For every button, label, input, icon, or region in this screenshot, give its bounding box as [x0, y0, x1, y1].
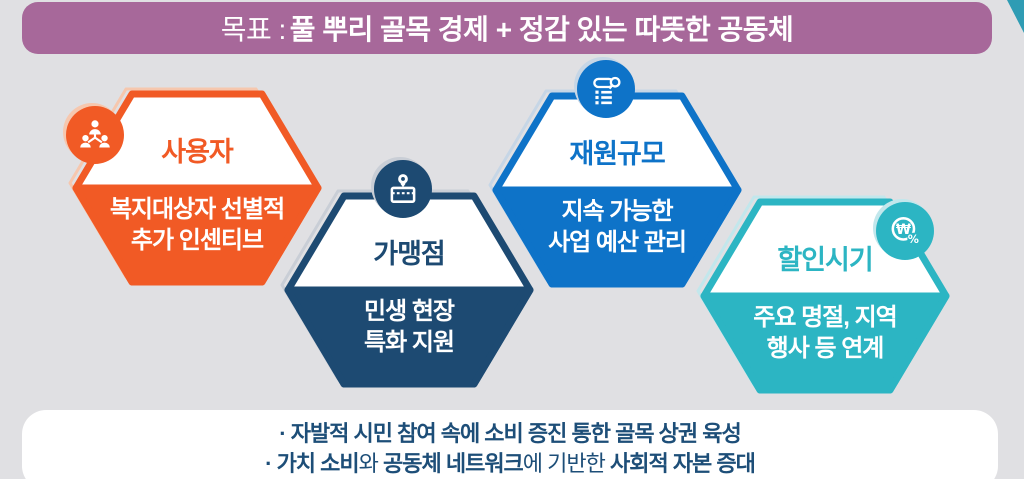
- hexagon-merchants-body-line2: 특화 지원: [364, 328, 455, 356]
- summary-line-1-text: 자발적 시민 참여 속에 소비 증진 통한 골목 상권 육성: [290, 421, 742, 446]
- summary-box: · 자발적 시민 참여 속에 소비 증진 통한 골목 상권 육성 · 가치 소비…: [22, 410, 998, 479]
- bullet-1: ·: [279, 421, 286, 446]
- summary-line-2-bold-1: 가치 소비: [276, 451, 360, 476]
- hexagon-budget-title: 재원규모: [569, 139, 665, 169]
- hexagon-users: 사용자 복지대상자 선별적 추가 인센티브: [66, 87, 322, 288]
- hexagon-discount: 할인시기 주요 명절, 지역 행사 등 연계 ₩ %: [696, 195, 950, 396]
- hexagon-budget-body-line2: 사업 예산 관리: [548, 228, 687, 256]
- org-chart-icon: [80, 120, 110, 148]
- goal-banner: 목표 : 풀 뿌리 골목 경제 + 정감 있는 따뜻한 공동체: [22, 2, 992, 54]
- hexagon-merchants: 가맹점 민생 현장 특화 지원: [280, 160, 534, 390]
- hexagon-merchants-title: 가맹점: [373, 239, 446, 269]
- summary-line-2-reg-1: 와: [358, 451, 383, 476]
- hexagon-shape: [280, 189, 534, 388]
- hexagon-shape: [488, 89, 742, 288]
- discount-badge: ₩ %: [876, 202, 934, 260]
- corner-accent-shape: [1007, 0, 1024, 33]
- summary-line-2-bold-2: 공동체 네트워크: [383, 451, 524, 476]
- hexagon-merchants-body-line1: 민생 현장: [364, 298, 455, 325]
- hexagon-shape: [68, 87, 322, 286]
- svg-text:%: %: [908, 233, 919, 246]
- hexagon-merchants-body: 민생 현장 특화 지원: [284, 297, 534, 358]
- won-percent-icon: ₩ %: [891, 217, 920, 246]
- hexagon-discount-body-line1: 주요 명절, 지역: [753, 304, 897, 331]
- summary-line-2-reg-2: 에 기반한: [522, 451, 610, 476]
- bullet-2: ·: [265, 451, 272, 476]
- goal-banner-title: 풀 뿌리 골목 경제 + 정감 있는 따뜻한 공동체: [289, 14, 794, 45]
- summary-line-2-bold-3: 사회적 자본 증대: [609, 451, 756, 476]
- hexagon-discount-title: 할인시기: [777, 245, 873, 275]
- hexagon-budget-body-line1: 지속 가능한: [561, 198, 673, 225]
- budget-badge: [577, 60, 635, 118]
- store-pin-icon: [390, 174, 416, 203]
- hexagon-budget: 재원규모 지속 가능한 사업 예산 관리: [488, 60, 742, 290]
- hexagon-users-title: 사용자: [161, 137, 234, 167]
- hexagon-budget-body: 지속 가능한 사업 예산 관리: [492, 197, 742, 258]
- svg-text:₩: ₩: [896, 222, 911, 238]
- hexagon-users-body-line1: 복지대상자 선별적: [109, 196, 285, 223]
- merchants-badge: [374, 160, 432, 218]
- hexagon-users-body-line2: 추가 인센티브: [130, 226, 264, 254]
- hexagon-discount-body: 주요 명절, 지역 행사 등 연계: [700, 303, 950, 364]
- hexagon-users-body: 복지대상자 선별적 추가 인센티브: [72, 195, 322, 256]
- summary-line-2: · 가치 소비와 공동체 네트워크에 기반한 사회적 자본 증대: [22, 449, 998, 479]
- budget-list-search-icon: [593, 76, 621, 105]
- users-badge: [66, 106, 124, 164]
- hexagon-discount-body-line2: 행사 등 연계: [766, 334, 885, 362]
- goal-banner-prefix: 목표 :: [220, 14, 287, 45]
- summary-line-1: · 자발적 시민 참여 속에 소비 증진 통한 골목 상권 육성: [22, 419, 998, 449]
